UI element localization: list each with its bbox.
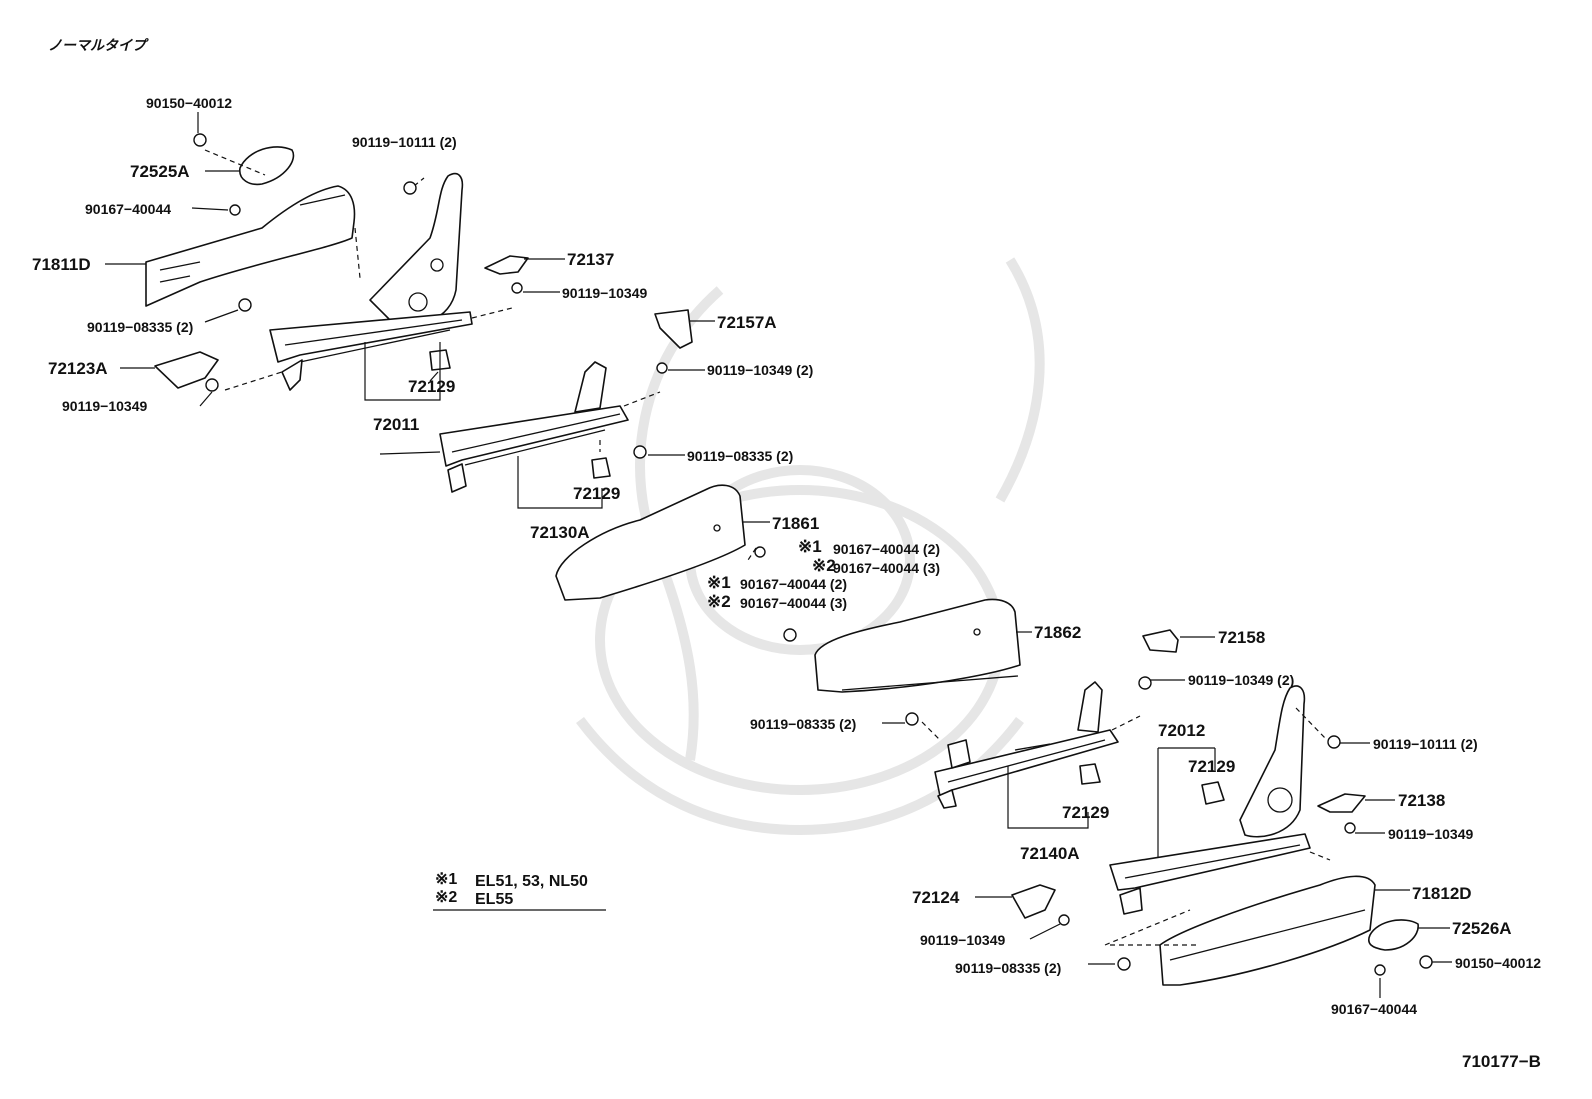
bracket-72138 [1317, 793, 1366, 813]
label-71861: 71861 [772, 514, 820, 533]
recliner-plate-upper [369, 172, 464, 325]
label-72123A: 72123A [48, 359, 108, 378]
nut-72129-d [1079, 763, 1101, 785]
bolt-90119-08335-c [905, 712, 919, 726]
label-90150-40012-b: 90150−40012 [1455, 955, 1542, 971]
label-90119-10349-f: 90119−10349 [920, 932, 1006, 948]
diagram-title: ノーマルタイプ [48, 37, 146, 53]
label-72158: 72158 [1218, 628, 1266, 647]
label-90119-08335-b: 90119−08335 (2) [687, 448, 794, 464]
label-72129-b: 72129 [573, 484, 621, 503]
seat-rail-72140A [934, 729, 1119, 797]
recliner-plate-lower [1239, 685, 1306, 838]
legend-text-2: EL55 [475, 891, 514, 908]
label-72129-c: 72129 [1188, 757, 1236, 776]
label-90167-40044-s1a: 90167−40044 (2) [833, 541, 941, 557]
note-mark-2b: ※2 [707, 592, 731, 611]
label-90167-40044-b: 90167−40044 [1331, 1001, 1418, 1017]
label-72011: 72011 [373, 415, 420, 434]
bolt-90167-40044-top [229, 204, 241, 216]
label-90167-40044-s1b: 90167−40044 (2) [740, 576, 848, 592]
label-72157A: 72157A [717, 313, 777, 332]
label-72526A: 72526A [1452, 919, 1512, 938]
bolt-90119-08335-d [1117, 957, 1131, 971]
legend-mark-1: ※1 [435, 871, 458, 888]
note-mark-2a: ※2 [812, 556, 836, 575]
shield-71812D [1159, 875, 1376, 986]
label-90119-10349-a: 90119−10349 [562, 285, 648, 301]
label-72137: 72137 [567, 250, 615, 269]
bracket-72124 [1011, 884, 1056, 919]
label-90119-10349-c: 90119−10349 (2) [707, 362, 814, 378]
bolt-90119-10349-c [656, 362, 668, 374]
label-72012: 72012 [1158, 721, 1206, 740]
cover-71861 [555, 484, 746, 601]
cover-72526A [1368, 919, 1419, 951]
seat-rail-72130A [439, 405, 629, 467]
label-90150-40012-top: 90150−40012 [146, 95, 233, 111]
label-71862: 71862 [1034, 623, 1082, 642]
label-90167-40044-s2a: 90167−40044 (3) [833, 560, 941, 576]
label-72140A: 72140A [1020, 844, 1080, 863]
bolt-90119-08335-a [238, 298, 252, 312]
bolt-90119-10111-top [403, 181, 417, 195]
label-71811D: 71811D [32, 255, 91, 274]
figure-code: 710177−B [1462, 1052, 1541, 1071]
label-71812D: 71812D [1412, 884, 1472, 903]
bolt-90150-40012-b [1419, 955, 1433, 969]
shield-71811D [145, 185, 356, 307]
bolt-90167-40044-s1a [754, 546, 766, 558]
bolt-90167-40044-b [1374, 964, 1386, 976]
bolt-90119-10349-b [205, 378, 219, 392]
note-mark-1a: ※1 [798, 537, 822, 556]
label-90119-10111-b: 90119−10111 (2) [1373, 736, 1478, 752]
label-72525A: 72525A [130, 162, 190, 181]
label-90167-40044-top: 90167−40044 [85, 201, 172, 217]
note-mark-1b: ※1 [707, 573, 731, 592]
bolt-90119-10111-b [1327, 735, 1341, 749]
bolt-90150-40012-top [193, 133, 207, 147]
label-72124: 72124 [912, 888, 960, 907]
label-90119-08335-c: 90119−08335 (2) [750, 716, 857, 732]
label-90119-08335-d: 90119−08335 (2) [955, 960, 1062, 976]
bolt-90119-10349-e [1344, 822, 1356, 834]
cover-72525A [239, 146, 295, 186]
bracket-72123A [154, 351, 219, 389]
label-90119-10349-e: 90119−10349 [1388, 826, 1474, 842]
label-90119-10349-d: 90119−10349 (2) [1188, 672, 1295, 688]
bolt-90119-08335-b [633, 445, 647, 459]
bolt-90119-10349-f [1058, 914, 1070, 926]
legend-text-1: EL51, 53, NL50 [475, 873, 588, 890]
label-72138: 72138 [1398, 791, 1446, 810]
legend-mark-2: ※2 [435, 889, 458, 906]
cover-71862 [814, 598, 1021, 693]
label-72129-d: 72129 [1062, 803, 1110, 822]
seat-rail-72011 [269, 311, 473, 363]
bolt-90119-10349-a [511, 282, 523, 294]
label-90167-40044-s2b: 90167−40044 (3) [740, 595, 848, 611]
label-90119-08335-a: 90119−08335 (2) [87, 319, 194, 335]
bolt-90119-10349-d [1138, 676, 1152, 690]
bracket-72137 [484, 255, 529, 275]
label-90119-10349-b: 90119−10349 [62, 398, 148, 414]
cap-72158 [1142, 629, 1179, 653]
bracket-72157A [654, 309, 693, 349]
label-72129-a: 72129 [408, 377, 456, 396]
bolt-90167-40044-s1b [783, 628, 797, 642]
label-90119-10111-top: 90119−10111 (2) [352, 134, 457, 150]
nut-72129-c [1201, 781, 1225, 805]
label-72130A: 72130A [530, 523, 590, 542]
nut-72129-b [591, 457, 611, 479]
